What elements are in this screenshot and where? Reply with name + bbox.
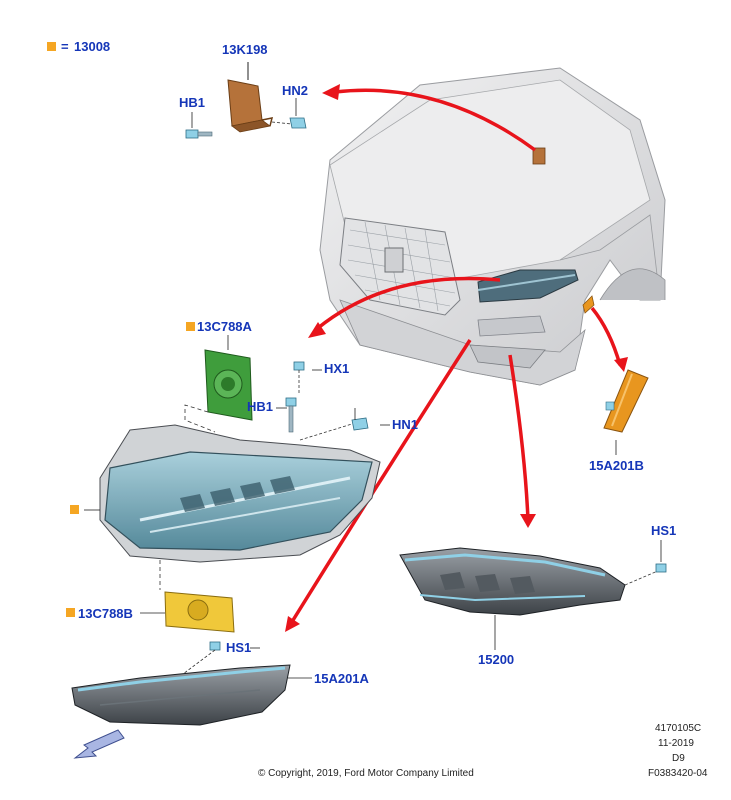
module-13k198	[227, 62, 293, 133]
side-marker-15a201b	[603, 369, 649, 455]
fog-lamp-15a201a	[71, 664, 312, 726]
label-13c788b: 13C788B	[78, 606, 133, 621]
clip-icon	[289, 98, 307, 129]
legend-marker	[47, 42, 56, 51]
lamp-15200	[399, 547, 661, 650]
direction-arrow-icon	[73, 729, 125, 759]
label-hn1: HN1	[392, 417, 419, 432]
callout-arrows	[288, 88, 622, 626]
label-13c788a: 13C788A	[197, 319, 252, 334]
label-15a201a: 15A201A	[314, 671, 369, 686]
ballast-13c788b	[140, 591, 235, 633]
label-marker-headlamp	[70, 505, 79, 514]
label-marker-13c788b	[66, 608, 75, 617]
legend-part-number: 13008	[74, 39, 111, 54]
label-13k198: 13K198	[222, 42, 268, 57]
leader-lines	[159, 404, 216, 590]
hx1-fastener	[293, 361, 305, 395]
ballast-13c788a	[204, 335, 253, 421]
label-leaders	[250, 369, 390, 649]
illustration-code: 4170105C	[655, 723, 702, 734]
label-marker-13c788a	[186, 322, 195, 331]
hn1-clip	[299, 408, 369, 441]
label-hb1-top: HB1	[179, 95, 206, 110]
label-hx1: HX1	[324, 361, 350, 376]
label-15200: 15200	[478, 652, 515, 667]
illustration-id: F0383420-04	[648, 768, 708, 779]
label-hs1-right: HS1	[651, 523, 677, 538]
label-15a201b: 15A201B	[589, 458, 644, 473]
arrow-heads	[285, 84, 628, 632]
vehicle-front	[319, 67, 666, 386]
copyright-notice: © Copyright, 2019, Ford Motor Company Li…	[258, 768, 474, 779]
label-hn2: HN2	[282, 83, 309, 98]
hs1-screw-right	[655, 540, 667, 573]
illustration-revision: D9	[672, 753, 685, 764]
label-hs1-left: HS1	[226, 640, 252, 655]
legend-equals: =	[61, 39, 69, 54]
headlamp-assembly	[84, 424, 381, 563]
hb1-bolt-mid	[285, 397, 297, 433]
label-hb1-mid: HB1	[247, 399, 274, 414]
illustration-date: 11-2019	[658, 738, 694, 749]
bolt-icon	[185, 112, 213, 139]
